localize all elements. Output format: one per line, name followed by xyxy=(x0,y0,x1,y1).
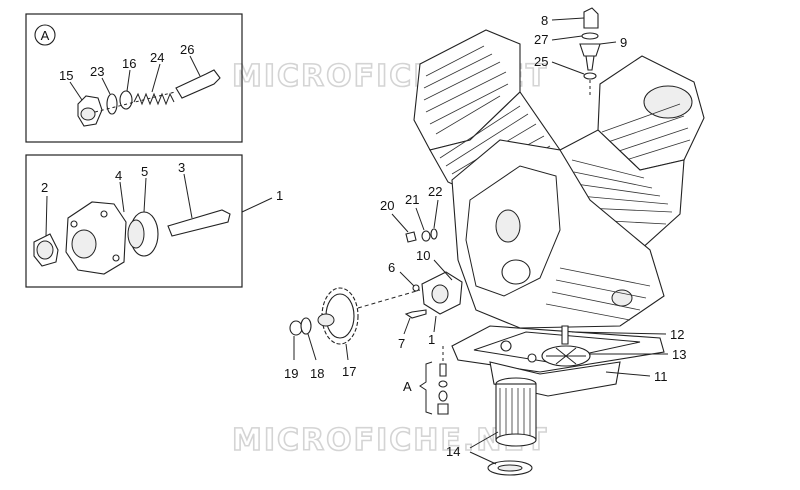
callout-24: 24 xyxy=(150,50,164,65)
callout-25: 25 xyxy=(534,54,548,69)
engine-block xyxy=(413,29,705,397)
callout-3: 3 xyxy=(178,160,185,175)
callout-1-engine: 1 xyxy=(428,332,435,347)
callout-11: 11 xyxy=(654,369,668,384)
callout-8: 8 xyxy=(541,13,548,28)
part-24-spring xyxy=(133,92,175,106)
oil-pump-panel: 2 4 5 3 xyxy=(25,154,243,288)
callout-23: 23 xyxy=(90,64,104,79)
callout-17: 17 xyxy=(342,364,356,379)
callout-26: 26 xyxy=(180,42,194,57)
part-15-bolt xyxy=(77,95,103,127)
callout-14: 14 xyxy=(446,444,460,459)
callout-13: 13 xyxy=(672,347,686,362)
part-17-sprocket xyxy=(317,287,359,345)
callout-1-pump: 1 xyxy=(276,188,283,203)
callout-15: 15 xyxy=(59,68,73,83)
part-19-nut xyxy=(289,320,303,336)
part-7-screw xyxy=(404,309,427,319)
oil-pressure-switch-group xyxy=(579,7,601,96)
part-5-rotor xyxy=(127,211,159,257)
part-18-washer xyxy=(300,317,312,335)
part-4-pump-body xyxy=(65,201,127,275)
callout-5: 5 xyxy=(141,164,148,179)
callout-4: 4 xyxy=(115,168,122,183)
callout-7: 7 xyxy=(398,336,405,351)
relief-valve-group xyxy=(419,346,449,415)
bracket-a-label: A xyxy=(403,379,412,394)
part-16-ring xyxy=(119,90,133,110)
callout-19: 19 xyxy=(284,366,298,381)
callout-20: 20 xyxy=(380,198,394,213)
callout-9: 9 xyxy=(620,35,627,50)
part-10-pump-assembly xyxy=(412,271,463,315)
callout-21: 21 xyxy=(405,192,419,207)
callout-10: 10 xyxy=(416,248,430,263)
watermark-bottom: MICROFICHE.NET xyxy=(232,423,548,458)
screw-washer-group xyxy=(405,228,438,243)
inset-a-panel: A 15 23 16 24 26 xyxy=(25,13,243,143)
inset-a-label: A xyxy=(41,28,50,43)
callout-6: 6 xyxy=(388,260,395,275)
callout-16: 16 xyxy=(122,56,136,71)
part-26-plunger xyxy=(175,69,221,99)
callout-2: 2 xyxy=(41,180,48,195)
part-14-oil-filter xyxy=(487,377,537,476)
part-3-shaft xyxy=(167,209,231,237)
callout-12: 12 xyxy=(670,327,684,342)
part-2-fitting xyxy=(33,233,59,267)
callout-18: 18 xyxy=(310,366,324,381)
part-13-strainer xyxy=(541,345,591,367)
part-23-washer xyxy=(106,93,118,115)
callout-27: 27 xyxy=(534,32,548,47)
callout-22: 22 xyxy=(428,184,442,199)
part-12-bolt xyxy=(561,325,569,345)
